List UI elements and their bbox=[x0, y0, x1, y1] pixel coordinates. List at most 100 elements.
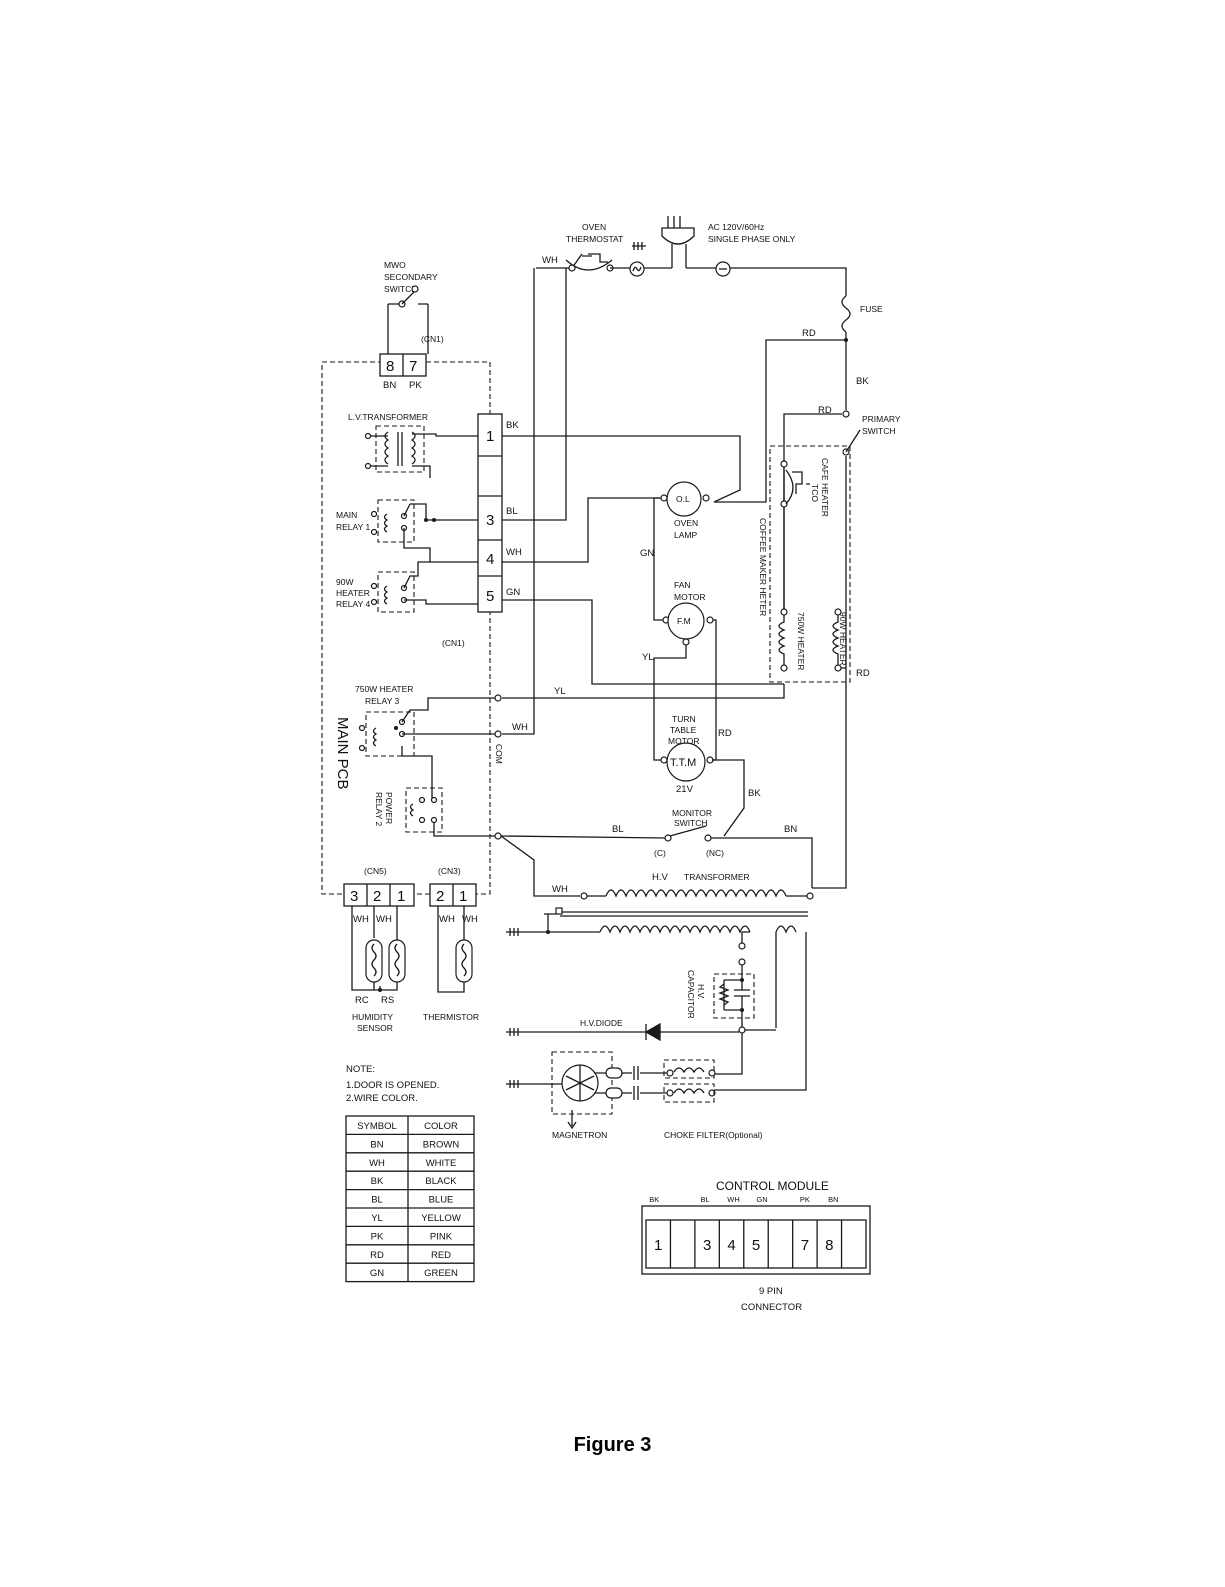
color-table-cell: BLUE bbox=[429, 1195, 454, 1206]
thermistor-label: THERMISTOR bbox=[423, 1012, 479, 1022]
wire-label-wh-top: WH bbox=[542, 255, 558, 266]
wire-label-bl-monitor: BL bbox=[612, 824, 624, 835]
turntable-label-2: TABLE bbox=[670, 725, 697, 735]
color-table-cell: YL bbox=[371, 1213, 383, 1224]
notes-line-1: 1.DOOR IS OPENED. bbox=[346, 1080, 439, 1091]
figure-caption: Figure 3 bbox=[573, 1434, 652, 1456]
control-module-pin: 3 bbox=[703, 1237, 711, 1254]
notes-line-2: 2.WIRE COLOR. bbox=[346, 1093, 418, 1104]
wire-label-wh-hv: WH bbox=[552, 884, 568, 895]
cn1-side-connector: 1 3 4 5 BK BL WH GN bbox=[477, 413, 522, 613]
hv-capacitor-label-2: CAPACITOR bbox=[686, 970, 696, 1019]
notes-heading: NOTE: bbox=[346, 1064, 375, 1075]
color-table-border bbox=[345, 1115, 475, 1283]
primary-switch-label-2: SWITCH bbox=[862, 426, 896, 436]
main-pcb-label: MAIN PCB bbox=[334, 717, 351, 790]
turntable-voltage: 21V bbox=[676, 784, 694, 795]
control-module-wire-label: WH bbox=[727, 1195, 740, 1204]
fuse: FUSE bbox=[841, 295, 883, 342]
monitor-switch-label-1: MONITOR bbox=[672, 808, 712, 818]
main-pcb-outline bbox=[321, 361, 491, 895]
wire-label-wh-relay3: WH bbox=[512, 722, 528, 733]
relay3-label-1: 750W HEATER bbox=[355, 684, 413, 694]
lv-transformer: L.V.TRANSFORMER bbox=[348, 412, 478, 478]
cn1-wire-pk: PK bbox=[409, 380, 422, 391]
color-table-cell: WHITE bbox=[426, 1158, 457, 1169]
turntable-label-3: MOTOR bbox=[668, 736, 699, 746]
wire-label-rd-primary: RD bbox=[818, 405, 832, 416]
control-module-pin: 8 bbox=[825, 1237, 833, 1254]
cafe-tco-label-2: TCO bbox=[810, 484, 820, 502]
secondary-switch: MWO SECONDARY SWITCH bbox=[384, 260, 438, 354]
wire-label-gn-lamp: GN bbox=[640, 548, 654, 559]
oven-lamp: O.L OVEN LAMP bbox=[660, 481, 710, 540]
oven-lamp-label-2: LAMP bbox=[674, 530, 697, 540]
power-relay-label-1: POWER bbox=[384, 792, 394, 824]
color-table-cell: BL bbox=[371, 1195, 383, 1206]
monitor-switch: MONITOR SWITCH (C) (NC) bbox=[654, 808, 724, 858]
cn1-pin-8: 8 bbox=[386, 358, 394, 375]
heater-relay-4: 90W HEATER RELAY 4 bbox=[336, 561, 478, 613]
wire-label-yl-heater: YL bbox=[554, 686, 566, 697]
cn1-top-connector: (CN1) 8 7 BN PK bbox=[379, 334, 444, 391]
wire-label-bk-ttm: BK bbox=[748, 788, 761, 799]
color-table-cell: BROWN bbox=[423, 1139, 460, 1150]
thermistor-wire-2: WH bbox=[462, 914, 478, 925]
coffee-heater-label: COFFEE MAKER HETER bbox=[758, 518, 768, 616]
power-relay-2: POWER RELAY 2 bbox=[374, 762, 496, 837]
cn5-pin-1: 1 bbox=[397, 888, 405, 905]
monitor-nc: (NC) bbox=[706, 848, 724, 858]
control-module-wire-label: BN bbox=[828, 1195, 838, 1204]
humidity-rc: RC bbox=[355, 995, 369, 1006]
turntable-motor: TURN TABLE MOTOR T.T.M 21V bbox=[660, 714, 714, 795]
side-wire-gn: GN bbox=[506, 587, 520, 598]
thermistor: WH WH THERMISTOR bbox=[423, 906, 479, 1022]
humidity-sensor: WH WH RC RS HUMIDITY SENSOR bbox=[351, 906, 406, 1033]
color-table-header: COLOR bbox=[424, 1121, 458, 1132]
side-pin-3: 3 bbox=[486, 512, 494, 529]
hv-capacitor: H.V. CAPACITOR bbox=[686, 942, 776, 1075]
magnetron: MAGNETRON bbox=[506, 1051, 668, 1140]
secondary-switch-label-3: SWITCH bbox=[384, 284, 418, 294]
color-table-cell: RED bbox=[431, 1250, 451, 1261]
humidity-label-1: HUMIDITY bbox=[352, 1012, 393, 1022]
color-table-cell: BK bbox=[371, 1176, 384, 1187]
cn3-label: (CN3) bbox=[438, 866, 461, 876]
choke-filter-label: CHOKE FILTER(Optional) bbox=[664, 1130, 763, 1140]
side-wire-wh: WH bbox=[506, 547, 522, 558]
primary-switch-label-1: PRIMARY bbox=[862, 414, 901, 424]
thermostat-label-1: OVEN bbox=[582, 222, 606, 232]
heater-90w-label: 90W HEATER bbox=[838, 612, 848, 666]
color-table-cell: BN bbox=[370, 1139, 383, 1150]
cn5-connector: (CN5) 3 2 1 bbox=[343, 866, 415, 907]
cn3-pin-2: 2 bbox=[436, 888, 444, 905]
cn5-label: (CN5) bbox=[364, 866, 387, 876]
fan-motor: FAN MOTOR F.M bbox=[662, 580, 714, 646]
fan-motor-label-1: FAN bbox=[674, 580, 691, 590]
color-table-cell: GREEN bbox=[424, 1268, 458, 1279]
monitor-c: (C) bbox=[654, 848, 666, 858]
control-module-pin: 1 bbox=[654, 1237, 662, 1254]
power-plug: AC 120V/60Hz SINGLE PHASE ONLY bbox=[632, 216, 796, 268]
oven-lamp-label-1: OVEN bbox=[674, 518, 698, 528]
color-table-cell: RD bbox=[370, 1250, 384, 1261]
magnetron-label: MAGNETRON bbox=[552, 1130, 607, 1140]
color-table-cell: GN bbox=[370, 1268, 384, 1279]
humidity-wire-1: WH bbox=[353, 914, 369, 925]
oven-lamp-symbol: O.L bbox=[676, 494, 690, 504]
choke-filter: CHOKE FILTER(Optional) bbox=[663, 1059, 763, 1140]
wire-label-yl-fan: YL bbox=[642, 652, 654, 663]
control-module-wire-label: PK bbox=[800, 1195, 810, 1204]
side-wire-bl: BL bbox=[506, 506, 518, 517]
secondary-switch-label-2: SECONDARY bbox=[384, 272, 438, 282]
coffee-maker-heater: COFFEE MAKER HETER CAFE HEATER TCO 750W … bbox=[758, 445, 851, 683]
relay4-label-2: HEATER bbox=[336, 588, 370, 598]
humidity-wire-2: WH bbox=[376, 914, 392, 925]
control-module-wire-label: BL bbox=[701, 1195, 710, 1204]
side-pin-4: 4 bbox=[486, 551, 494, 568]
secondary-switch-label-1: MWO bbox=[384, 260, 406, 270]
cn5-pin-3: 3 bbox=[350, 888, 358, 905]
